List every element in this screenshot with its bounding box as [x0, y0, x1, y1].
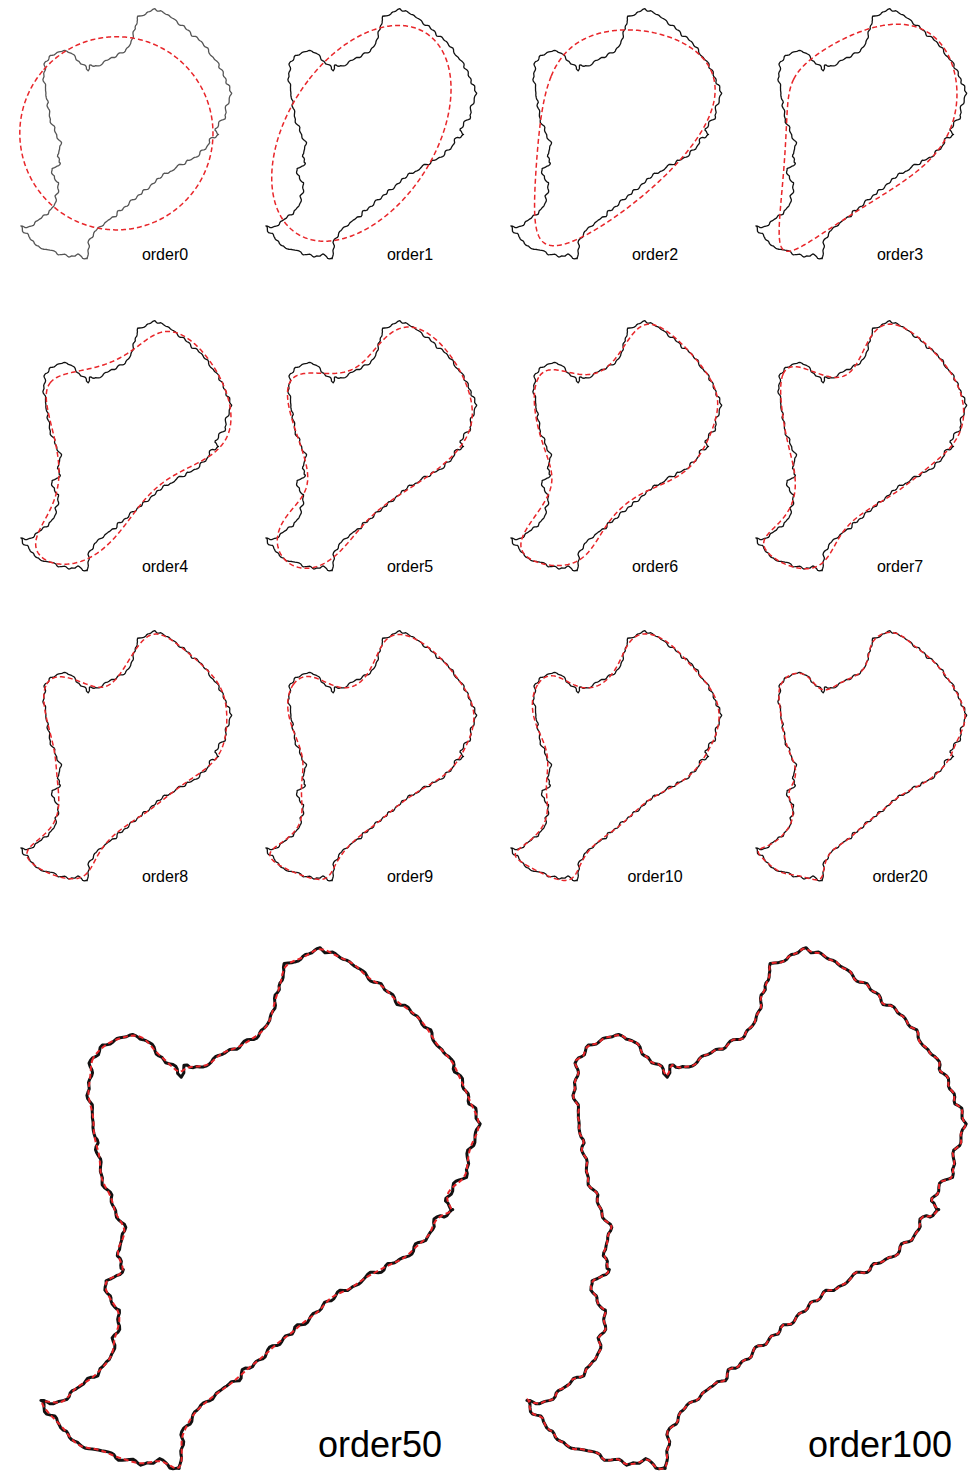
- coast-outline: [756, 9, 967, 259]
- coast-outline: [527, 948, 966, 1469]
- outline-panel: [511, 321, 722, 571]
- order-label: order7: [875, 558, 925, 576]
- coast-outline: [41, 948, 480, 1469]
- outline-panel: [20, 9, 232, 259]
- order-label: order10: [625, 868, 684, 886]
- order-label: order20: [870, 868, 929, 886]
- fourier-approximation: [277, 327, 472, 568]
- outline-panel: [756, 631, 967, 881]
- outline-panel: [266, 321, 477, 571]
- order-label: order100: [806, 1425, 954, 1465]
- order-label: order5: [385, 558, 435, 576]
- fourier-approximation: [515, 634, 719, 881]
- fourier-approximation: [36, 331, 231, 564]
- coast-outline: [266, 631, 477, 881]
- coast-outline: [511, 321, 722, 571]
- coast-outline: [266, 321, 477, 571]
- outline-panel: [21, 321, 232, 571]
- fourier-approximation: [27, 634, 227, 879]
- outline-panel: [511, 631, 722, 881]
- coast-outline: [511, 631, 722, 881]
- order-label: order3: [875, 246, 925, 264]
- outline-panel: [756, 321, 967, 571]
- coast-outline: [756, 631, 967, 881]
- coast-outline: [21, 321, 232, 571]
- fourier-approximation: [20, 37, 213, 230]
- fourier-approximation: [42, 949, 478, 1468]
- coast-outline: [511, 9, 722, 259]
- fourier-approximation: [779, 24, 957, 251]
- fourier-approximation: [764, 324, 964, 569]
- order-label: order8: [140, 868, 190, 886]
- outline-panel: [266, 631, 477, 881]
- fourier-approximation: [535, 30, 716, 246]
- coast-outline: [756, 321, 967, 571]
- order-label: order6: [630, 558, 680, 576]
- outline-panel: [21, 631, 232, 881]
- fourier-approximation: [521, 324, 718, 565]
- outline-panel: [511, 9, 722, 259]
- coast-outline: [266, 9, 477, 259]
- outline-panel: [527, 948, 966, 1469]
- outline-panel: [756, 9, 967, 259]
- order-label: order1: [385, 246, 435, 264]
- outline-panel: [266, 9, 477, 259]
- coast-outline: [21, 631, 232, 881]
- fourier-approximation: [528, 949, 965, 1469]
- order-label: order9: [385, 868, 435, 886]
- fourier-approximation: [272, 25, 451, 241]
- coast-outline: [21, 9, 232, 259]
- outline-panel: [41, 948, 480, 1469]
- order-label: order4: [140, 558, 190, 576]
- order-label: order50: [316, 1425, 444, 1465]
- fourier-approximation: [270, 634, 474, 879]
- order-label: order0: [140, 246, 190, 264]
- fourier-approximation: [758, 632, 965, 880]
- order-label: order2: [630, 246, 680, 264]
